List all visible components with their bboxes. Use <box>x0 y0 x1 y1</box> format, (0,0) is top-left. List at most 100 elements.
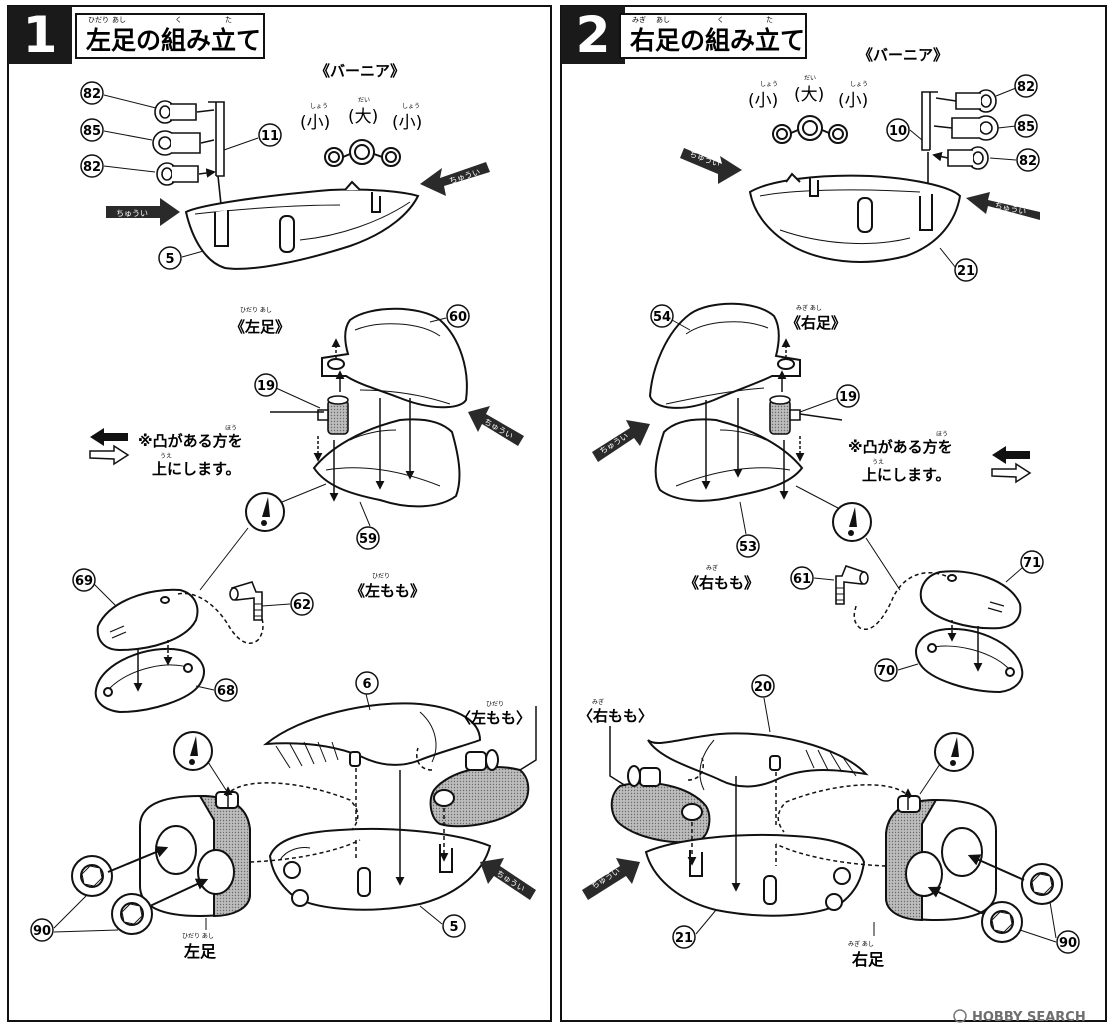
step1-thigh-label: 《左もも》 <box>350 582 425 600</box>
step1-part-60-cover <box>321 307 468 409</box>
step1-thigh-ruby: ひだり <box>372 573 390 580</box>
step2-part-numbers-top: 82 85 82 10 21 <box>886 74 1040 282</box>
step2-vernier-rings <box>772 115 848 144</box>
step1-title-ruby-3: く <box>175 16 182 24</box>
step1-part-82b: 82 <box>83 160 101 175</box>
step1-vernier-ruby-1: しょう <box>310 103 328 110</box>
step2-caution-arrow-low: ちゅうい <box>582 858 640 900</box>
step1-part-5-shell <box>184 180 420 270</box>
step1-title: 左足の組み立て <box>86 26 261 55</box>
step2-thigh-arrows <box>853 571 983 672</box>
step1-vernier-parts <box>152 100 226 216</box>
step1-caution-arrow-left: ちゅうい <box>106 198 180 226</box>
step1-part-68: 68 <box>217 684 235 699</box>
step2-part-82a: 82 <box>1017 80 1035 95</box>
step2-caution-arrow-right: ちゅうい <box>966 192 1040 220</box>
step1-part-59-base <box>312 418 461 508</box>
step1-foot-ruby: ひだり あし <box>240 307 272 314</box>
step1-vernier-rings <box>324 139 401 167</box>
step2-vernier-ruby-2: だい <box>804 75 816 82</box>
step2-thigh-tag-ruby: みぎ <box>592 698 604 706</box>
step1-number: 1 <box>23 6 58 64</box>
panel-frame-step1 <box>7 5 552 1022</box>
step1-part-5b: 5 <box>449 920 458 935</box>
step1-part-5-shell-lower <box>268 827 492 911</box>
step1-part-90: 90 <box>33 924 51 939</box>
step1-part-85: 85 <box>83 124 101 139</box>
step2-part-21b: 21 <box>675 931 693 946</box>
step2-part-numbers-bottom: 20 21 90 <box>672 674 1080 954</box>
step1-title-ruby-1: ひだり <box>88 16 109 24</box>
step2-vernier-size-3: (小) <box>838 91 868 111</box>
step1-vernier-ruby-3: しょう <box>402 103 420 110</box>
step2-title-ruby-3: く <box>717 16 724 24</box>
step2-part-70: 70 <box>877 664 895 679</box>
step1-caution-arrow-right: ちゅうい <box>420 162 490 196</box>
step2-number: 2 <box>576 6 611 64</box>
step2-thigh-ruby: みぎ <box>706 564 718 572</box>
step2-thigh-tag: 〈右もも〉 <box>578 707 653 725</box>
step1-vernier-size-3: (小) <box>392 113 422 133</box>
step1-part-68-bottom <box>94 647 205 714</box>
step1-part-numbers-thigh: 69 62 68 <box>72 568 314 702</box>
watermark-logo-icon <box>953 1009 967 1023</box>
step2-part-70-bottom <box>915 627 1024 694</box>
step2-part-61-pin <box>835 565 869 605</box>
step1-note-ruby-1: ほう <box>225 425 237 432</box>
step2-part-19: 19 <box>839 390 857 405</box>
step1-part-numbers-top: 82 85 82 11 5 <box>80 81 282 270</box>
step1-caution-arrow-mid: ちゅうい <box>468 406 524 446</box>
step2-vernier-size-1: (小) <box>748 91 778 111</box>
watermark-text: HOBBY SEARCH <box>972 1010 1086 1025</box>
step1-part-69-top <box>96 588 199 652</box>
step1-part-60: 60 <box>449 310 467 325</box>
step2-part-21-shell <box>748 172 962 263</box>
step1-note-line1: ※凸がある方を <box>138 432 243 450</box>
step2-title-ruby-2: あし <box>656 16 670 24</box>
step1-vernier-ruby-2: だい <box>358 97 370 104</box>
step2-part-numbers-mid: 54 19 53 <box>650 304 860 558</box>
step2-vernier-label: 《バーニア》 <box>858 46 948 64</box>
step1-part-19: 19 <box>257 379 275 394</box>
step1-thigh-tag: 〈左もも〉 <box>456 709 531 727</box>
step1-bottom-ruby: ひだり あし <box>182 933 214 940</box>
step2-note-ruby-2: うえ <box>872 459 884 466</box>
step2-part-90: 90 <box>1059 936 1077 951</box>
panel-frame-step2 <box>560 5 1107 1022</box>
step2-attention-icon-1 <box>832 502 872 542</box>
step2-note-ruby-1: ほう <box>936 431 948 438</box>
step2-vernier-size-2: (大) <box>794 85 824 105</box>
step2-part-54: 54 <box>653 310 671 325</box>
step2-caution-arrow-left: ちゅうい <box>680 148 742 184</box>
step2-panel: 2 みぎ あし く た 右足の組み立て 《バーニア》 しょう だい しょう (小… <box>561 6 1080 969</box>
step1-orientation-arrows <box>89 428 130 466</box>
step2-vernier-ruby-3: しょう <box>850 81 868 88</box>
step1-part-6: 6 <box>362 677 371 692</box>
step2-foot-arrows <box>701 370 843 500</box>
svg-text:ちゅうい: ちゅうい <box>116 209 148 218</box>
step2-title: 右足の組み立て <box>630 26 805 55</box>
step2-part-82b: 82 <box>1019 154 1037 169</box>
step2-title-ruby-1: みぎ <box>632 15 646 24</box>
step1-part-6-canopy <box>262 702 482 769</box>
step2-note-line1: ※凸がある方を <box>848 438 953 456</box>
step2-foot-ruby: みぎ あし <box>796 304 822 312</box>
step1-title-box <box>75 13 265 59</box>
step1-thigh-assembled <box>429 749 530 828</box>
step1-foot-label: 《左足》 <box>230 318 290 336</box>
step1-note-line2: 上にします。 <box>152 460 241 478</box>
step2-bottom-guides <box>609 726 913 892</box>
step1-panel: 1 ひだり あし く た 左足の組み立て 《バーニア》 しょう だい しょう (… <box>8 6 537 961</box>
step1-vernier-size-1: (小) <box>300 113 330 133</box>
step1-part-62-pin <box>229 581 263 621</box>
step1-part-59: 59 <box>359 532 377 547</box>
step2-attention-icon-2 <box>934 732 974 772</box>
step2-note-line2: 上にします。 <box>862 466 951 484</box>
step2-thigh-label: 《右もも》 <box>684 574 759 592</box>
step1-foot-arrows <box>270 370 415 502</box>
step1-bottom-label: 左足 <box>183 942 217 961</box>
step1-bottom-guides <box>223 706 537 886</box>
step1-part-82a: 82 <box>83 87 101 102</box>
